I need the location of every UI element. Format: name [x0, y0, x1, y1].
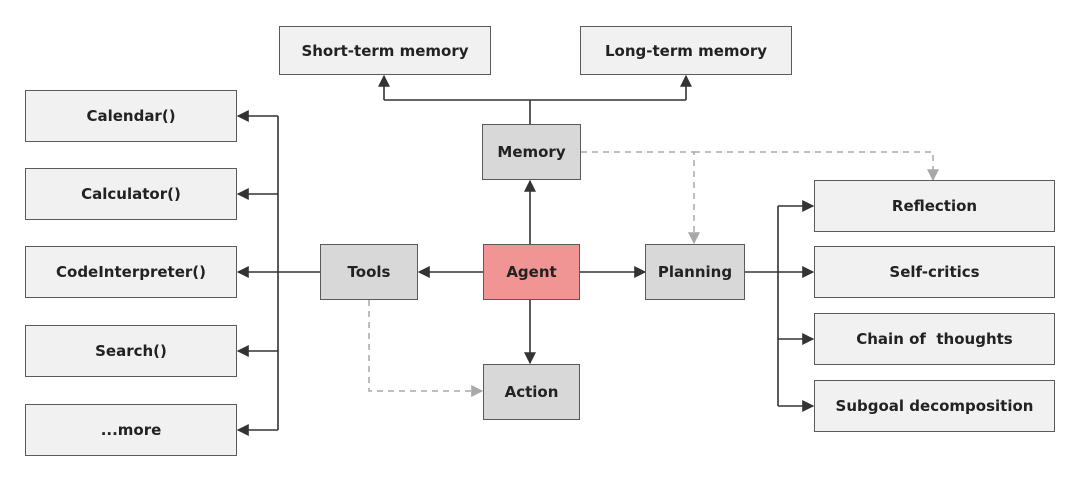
short-term-memory-box: Short-term memory [279, 26, 491, 75]
self-critics-box: Self-critics [814, 246, 1055, 298]
calendar-box: Calendar() [25, 90, 237, 142]
agent-box: Agent [483, 244, 580, 300]
memory-box: Memory [482, 124, 581, 180]
subgoal-decomposition-box: Subgoal decomposition [814, 380, 1055, 432]
more-box: ...more [25, 404, 237, 456]
dashed-memory-to-planning [581, 151, 700, 245]
code-interpreter-box: CodeInterpreter() [25, 246, 237, 298]
dashed-tools-to-action [368, 300, 484, 397]
search-box: Search() [25, 325, 237, 377]
dashed-memory-to-reflection [694, 151, 939, 182]
planning-box: Planning [645, 244, 745, 300]
long-term-memory-box: Long-term memory [580, 26, 792, 75]
action-box: Action [483, 364, 580, 420]
reflection-box: Reflection [814, 180, 1055, 232]
chain-of-thoughts-box: Chain of thoughts [814, 313, 1055, 365]
tools-box: Tools [320, 244, 418, 300]
calculator-box: Calculator() [25, 168, 237, 220]
